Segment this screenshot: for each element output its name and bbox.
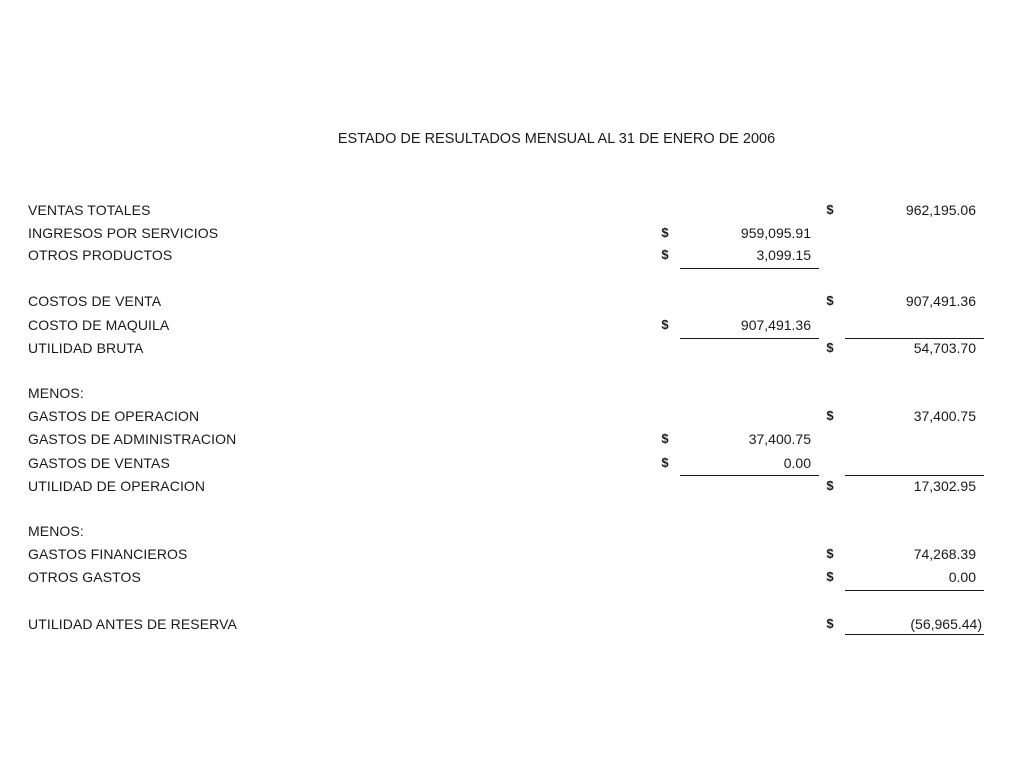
currency-symbol: $ (826, 202, 834, 217)
currency-symbol: $ (826, 616, 834, 631)
amount-total: 17,302.95 (913, 478, 976, 494)
row-ingresos-servicios: INGRESOS POR SERVICIOS $ 959,095.91 (0, 225, 1024, 247)
amount-detail: 907,491.36 (740, 317, 811, 333)
amount-total: 54,703.70 (913, 340, 976, 356)
row-costos-venta: COSTOS DE VENTA $ 907,491.36 (0, 293, 1024, 315)
report-title: ESTADO DE RESULTADOS MENSUAL AL 31 DE EN… (337, 131, 776, 147)
row-label: INGRESOS POR SERVICIOS (28, 225, 219, 241)
total-underline (845, 338, 984, 339)
total-underline (845, 590, 984, 591)
row-menos: MENOS: (0, 523, 1024, 545)
currency-symbol: $ (826, 569, 834, 584)
amount-total: 907,491.36 (905, 293, 976, 309)
row-otros-productos: OTROS PRODUCTOS $ 3,099.15 (0, 247, 1024, 269)
currency-symbol: $ (826, 293, 834, 308)
row-label: MENOS: (28, 523, 84, 539)
subtotal-underline (680, 475, 819, 476)
row-label: GASTOS DE ADMINISTRACION (28, 431, 237, 447)
row-utilidad-bruta: UTILIDAD BRUTA $ 54,703.70 (0, 340, 1024, 362)
subtotal-underline (680, 268, 819, 269)
currency-symbol: $ (826, 408, 834, 423)
total-underline (845, 475, 984, 476)
row-utilidad-operacion: UTILIDAD DE OPERACION $ 17,302.95 (0, 478, 1024, 500)
row-gastos-financieros: GASTOS FINANCIEROS $ 74,268.39 (0, 546, 1024, 568)
total-underline (845, 634, 984, 635)
row-ventas-totales: VENTAS TOTALES $ 962,195.06 (0, 202, 1024, 224)
amount-detail: 0.00 (783, 455, 811, 471)
currency-symbol: $ (661, 225, 669, 240)
row-gastos-administracion: GASTOS DE ADMINISTRACION $ 37,400.75 (0, 431, 1024, 453)
amount-total: 37,400.75 (913, 408, 976, 424)
currency-symbol: $ (661, 455, 669, 470)
row-utilidad-antes-reserva: UTILIDAD ANTES DE RESERVA $ (56,965.44) (0, 616, 1024, 638)
row-label: GASTOS DE OPERACION (28, 408, 200, 424)
row-label: MENOS: (28, 385, 84, 401)
row-label: UTILIDAD BRUTA (28, 340, 144, 356)
row-menos: MENOS: (0, 385, 1024, 407)
amount-total: 74,268.39 (913, 546, 976, 562)
row-costo-maquila: COSTO DE MAQUILA $ 907,491.36 (0, 317, 1024, 339)
amount-total: 962,195.06 (905, 202, 976, 218)
row-label: GASTOS FINANCIEROS (28, 546, 188, 562)
row-label: OTROS GASTOS (28, 569, 141, 585)
amount-total: 0.00 (948, 569, 976, 585)
currency-symbol: $ (661, 431, 669, 446)
row-label: UTILIDAD ANTES DE RESERVA (28, 616, 237, 632)
currency-symbol: $ (826, 478, 834, 493)
row-otros-gastos: OTROS GASTOS $ 0.00 (0, 569, 1024, 591)
row-label: UTILIDAD DE OPERACION (28, 478, 206, 494)
row-label: OTROS PRODUCTOS (28, 247, 173, 263)
amount-detail: 3,099.15 (756, 247, 812, 263)
currency-symbol: $ (661, 317, 669, 332)
currency-symbol: $ (661, 247, 669, 262)
row-label: COSTO DE MAQUILA (28, 317, 170, 333)
row-gastos-operacion: GASTOS DE OPERACION $ 37,400.75 (0, 408, 1024, 430)
subtotal-underline (680, 338, 819, 339)
currency-symbol: $ (826, 546, 834, 561)
amount-detail: 959,095.91 (740, 225, 811, 241)
row-label: VENTAS TOTALES (28, 202, 151, 218)
row-gastos-ventas: GASTOS DE VENTAS $ 0.00 (0, 455, 1024, 477)
amount-detail: 37,400.75 (748, 431, 811, 447)
row-label: COSTOS DE VENTA (28, 293, 162, 309)
currency-symbol: $ (826, 340, 834, 355)
row-label: GASTOS DE VENTAS (28, 455, 170, 471)
amount-total: (56,965.44) (910, 616, 982, 632)
